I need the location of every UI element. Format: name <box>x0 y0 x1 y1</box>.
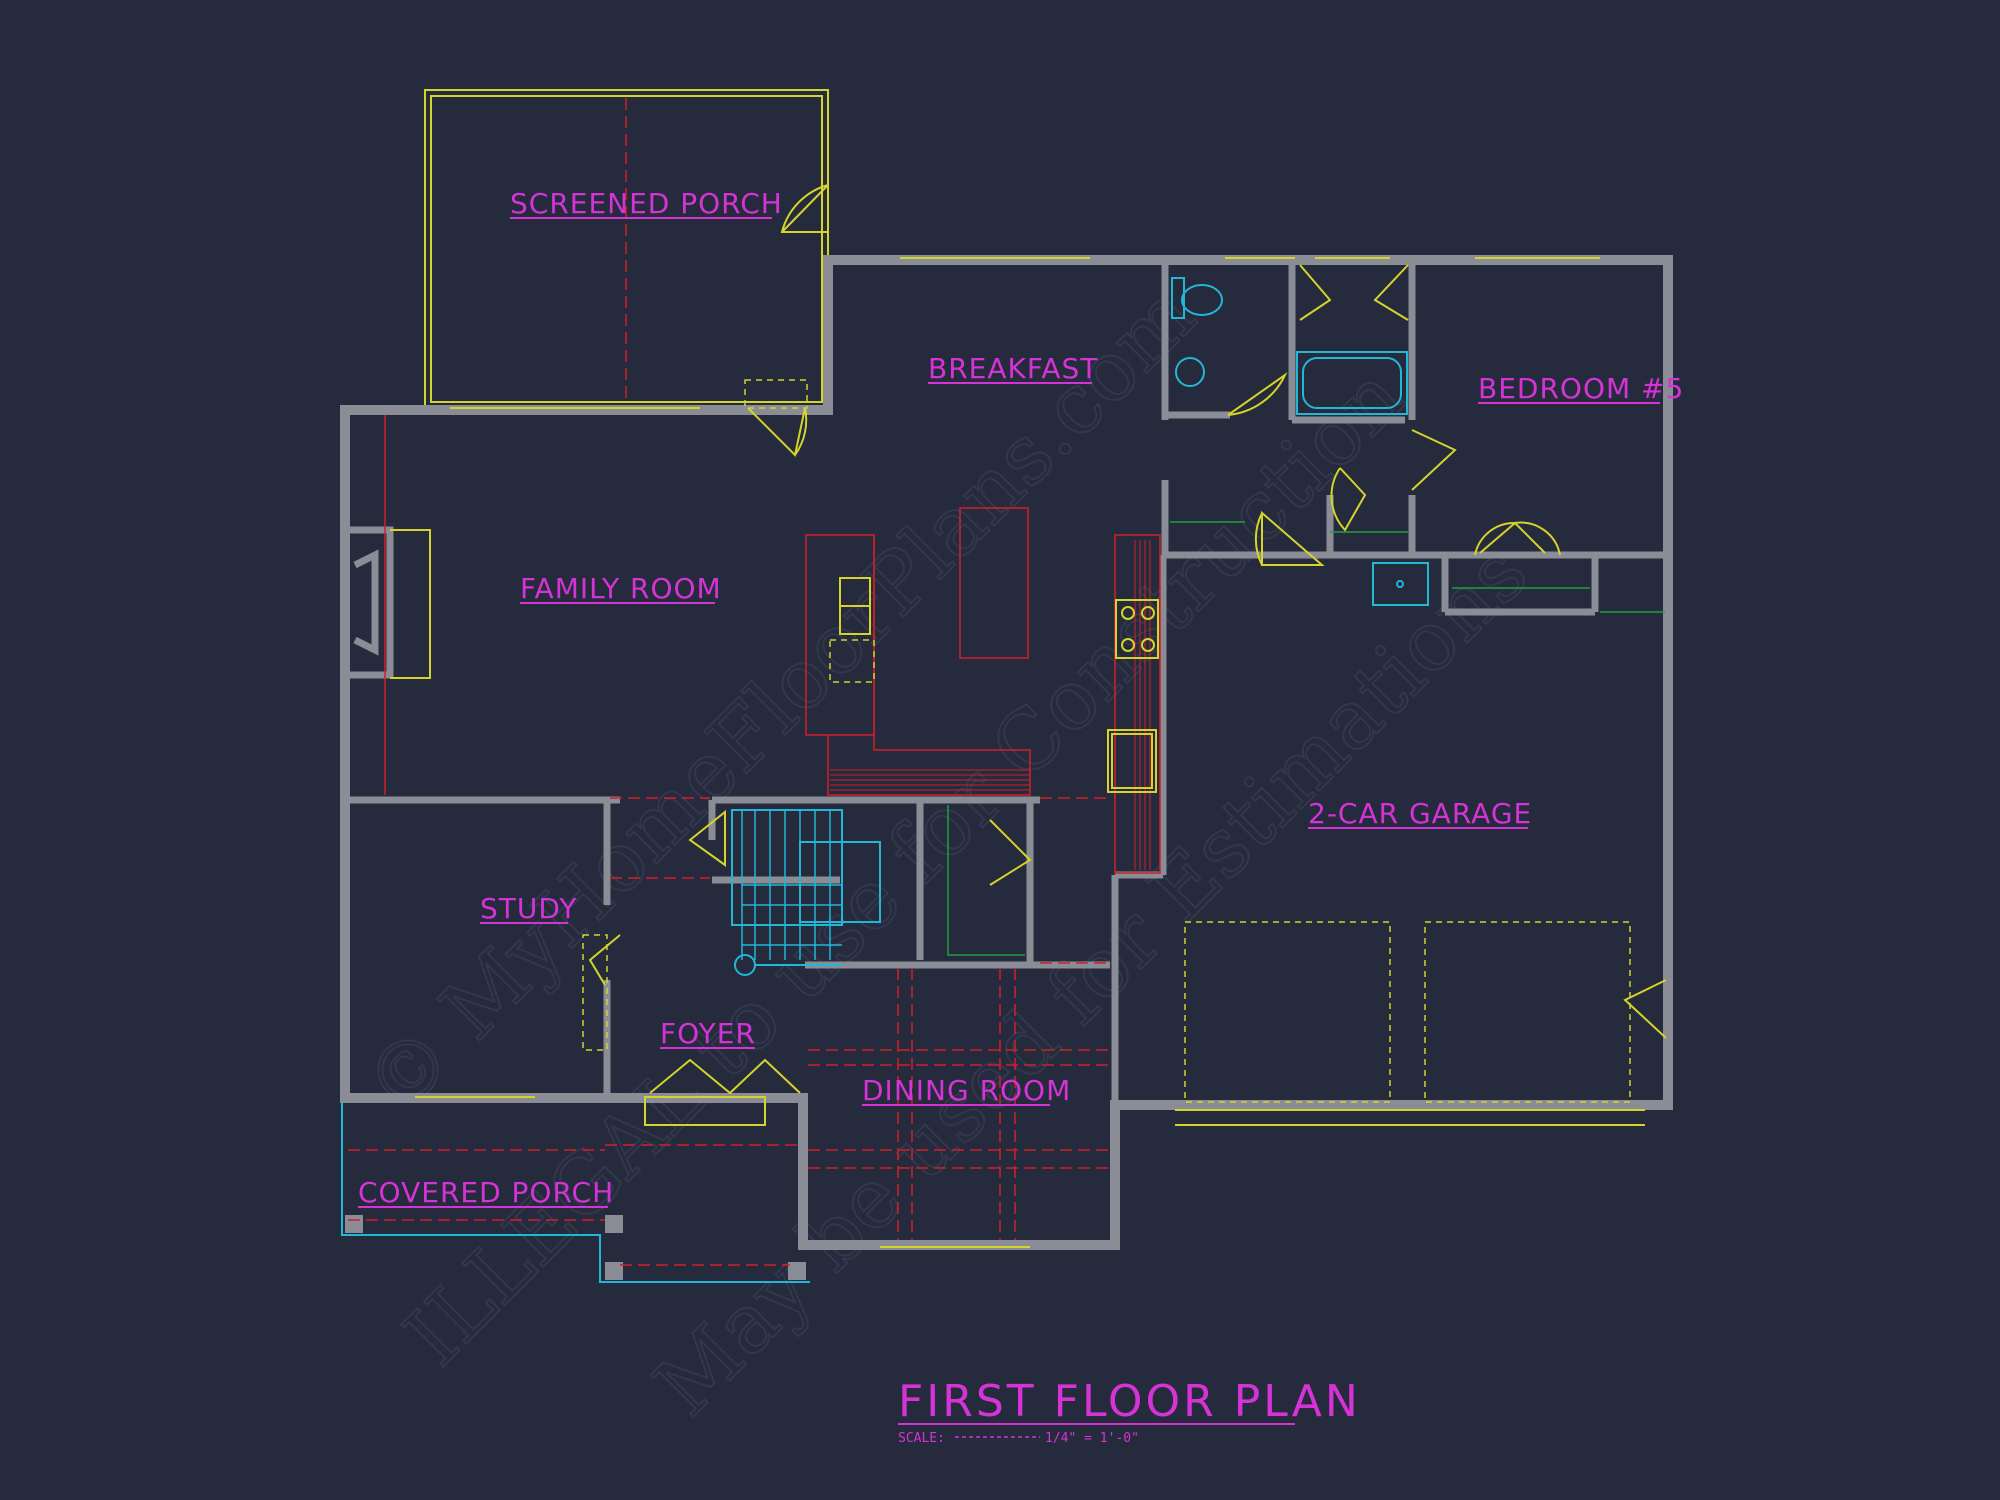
label-study: STUDY <box>480 892 578 925</box>
staircase <box>731 809 881 976</box>
label-family-room: FAMILY ROOM <box>520 572 722 605</box>
room-labels: SCREENED PORCH BREAKFAST BEDROOM #5 FAMI… <box>358 187 1684 1209</box>
kitchen-cabinets <box>805 507 1161 874</box>
label-bedroom-5: BEDROOM #5 <box>1478 372 1684 405</box>
label-dining-room: DINING ROOM <box>862 1074 1071 1107</box>
label-screened-porch: SCREENED PORCH <box>510 187 783 220</box>
bathroom-fixtures <box>947 277 1665 956</box>
title-block: FIRST FLOOR PLAN SCALE: 1/4" = 1'-0" <box>898 1376 1361 1446</box>
door-swings <box>582 264 1667 1126</box>
screened-porch-walls <box>424 89 829 409</box>
scale-label: SCALE: <box>898 1431 945 1446</box>
watermark: © MyHomeFloorPlans.com ILLEGAL to use fo… <box>346 266 1547 1435</box>
garage-doors <box>1175 921 1645 1126</box>
label-covered-porch: COVERED PORCH <box>358 1176 614 1209</box>
interior-walls <box>345 260 1668 1245</box>
plan-title: FIRST FLOOR PLAN <box>898 1376 1361 1427</box>
label-foyer: FOYER <box>660 1017 756 1050</box>
label-breakfast: BREAKFAST <box>928 352 1098 385</box>
scale-value: 1/4" = 1'-0" <box>1045 1431 1139 1446</box>
label-garage: 2-CAR GARAGE <box>1308 797 1532 830</box>
